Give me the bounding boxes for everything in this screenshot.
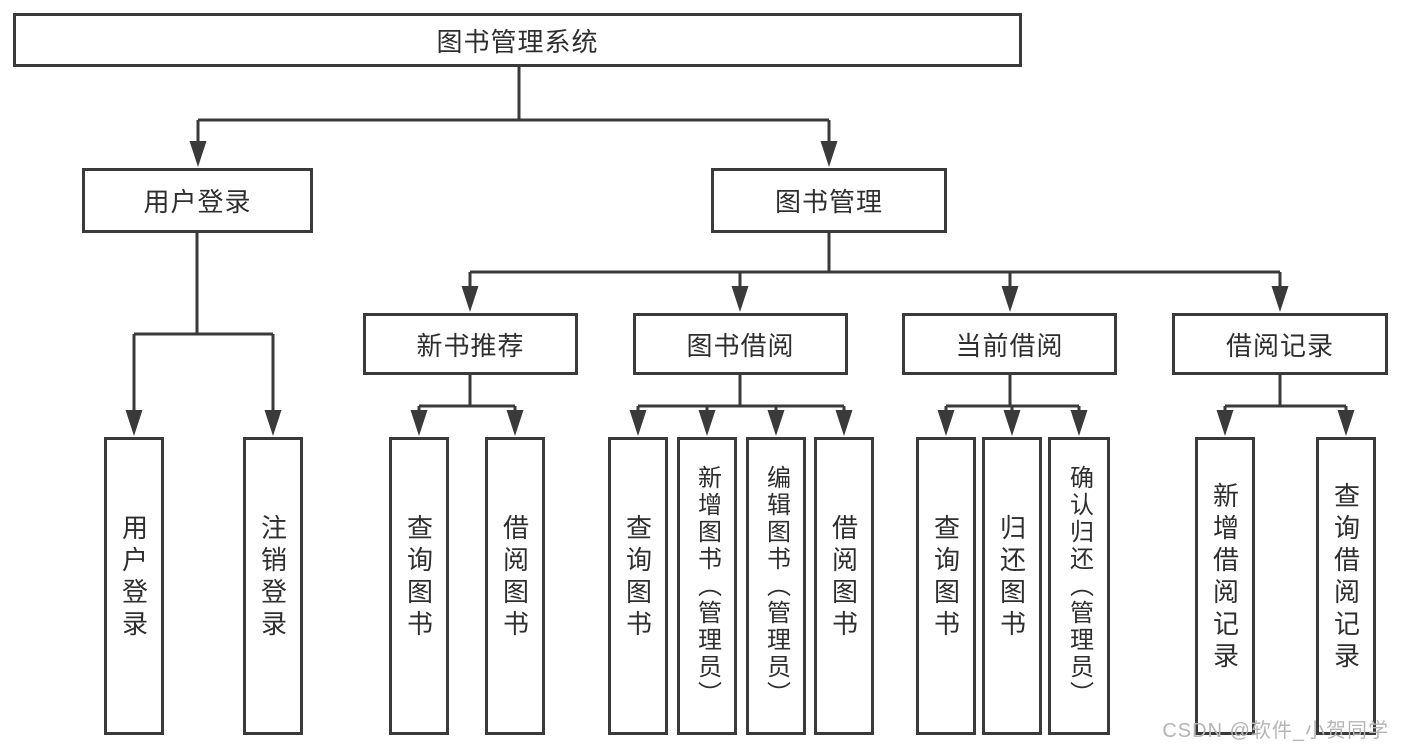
node-borrow-records: 借阅记录 [1172,313,1388,375]
leaf-add-borrow-record: 新增借阅记录 [1195,437,1255,735]
leaf-borrow-books: 借阅图书 [814,437,874,735]
leaf-query-borrow-record: 查询借阅记录 [1316,437,1376,735]
node-label: 图书管理 [774,187,883,217]
leaf-return-books: 归还图书 [982,437,1042,735]
leaf-label: 确认归还（管理员） [1065,464,1093,708]
leaf-label: 借阅图书 [499,514,530,642]
leaf-label: 注销登录 [257,514,288,642]
leaf-label: 查询图书 [930,514,961,642]
node-current-borrow: 当前借阅 [902,313,1117,375]
node-user-login: 用户登录 [82,168,313,233]
leaf-edit-books-admin: 编辑图书（管理员） [746,437,806,735]
node-book-management: 图书管理 [711,168,947,233]
connector-borrow-records-children [1216,375,1355,436]
leaf-user-login: 用户登录 [104,437,164,735]
leaf-label: 查询图书 [622,514,653,642]
leaf-query-books: 查询图书 [389,437,449,735]
leaf-logout: 注销登录 [243,437,303,735]
connector-book-borrow-children [629,375,853,436]
leaf-add-books-admin: 新增图书（管理员） [677,437,737,735]
connector-current-borrow-children [937,375,1088,436]
node-label: 新书推荐 [416,330,525,361]
leaf-borrow-books: 借阅图书 [485,437,545,735]
leaf-label: 查询图书 [403,514,434,642]
csdn-watermark: CSDN @软件_小贺同学 [1162,720,1389,742]
node-label: 用户登录 [143,187,252,217]
leaf-query-books: 查询图书 [916,437,976,735]
node-new-book-recommend: 新书推荐 [363,313,578,375]
node-label: 图书管理系统 [436,26,599,57]
leaf-label: 归还图书 [996,514,1027,642]
node-library-management-system: 图书管理系统 [13,13,1022,67]
leaf-label: 借阅图书 [828,514,859,642]
node-label: 当前借阅 [955,330,1064,361]
connector-book-management-to-level3 [461,233,1289,312]
leaf-query-books: 查询图书 [608,437,668,735]
leaf-label: 编辑图书（管理员） [762,464,790,708]
leaf-label: 新增图书（管理员） [693,464,721,708]
leaf-label: 查询借阅记录 [1330,482,1361,674]
connector-new-books-children [410,375,524,436]
leaf-label: 用户登录 [118,514,149,642]
leaf-label: 新增借阅记录 [1209,482,1240,674]
connector-user-login-children [125,233,282,436]
node-book-borrow: 图书借阅 [633,313,848,375]
leaf-confirm-return-admin: 确认归还（管理员） [1048,437,1110,735]
node-label: 图书借阅 [686,330,795,361]
node-label: 借阅记录 [1225,330,1334,361]
connector-root-to-level2 [189,67,838,167]
